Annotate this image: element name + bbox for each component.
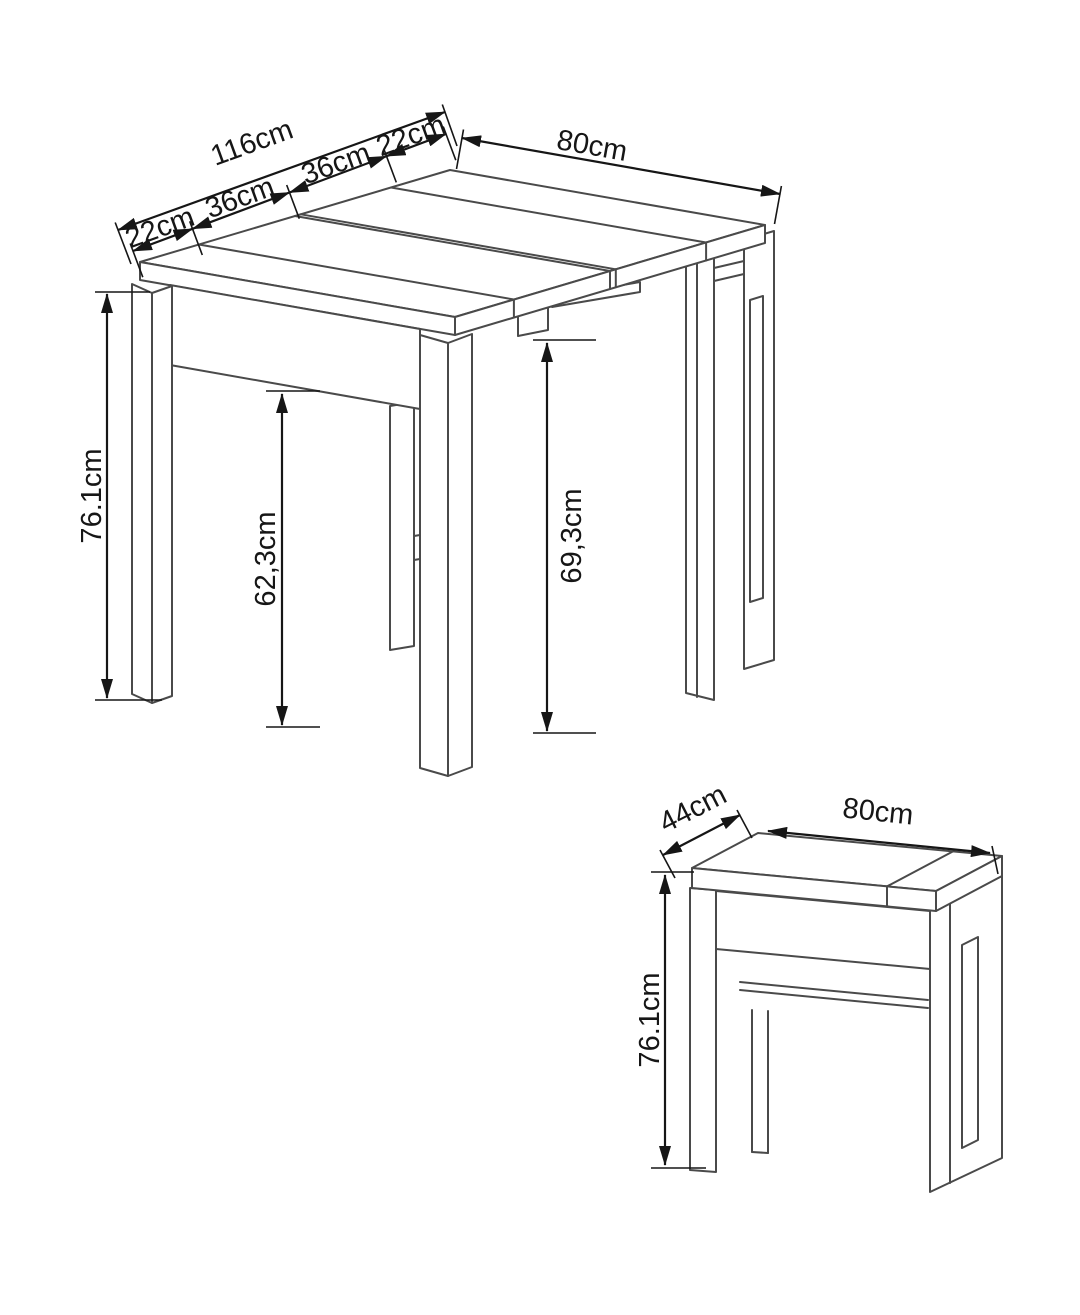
dim-label-total-length: 116cm xyxy=(207,113,298,172)
dim-arrow-console-width xyxy=(767,826,991,858)
seg-tick-4 xyxy=(442,126,457,161)
dim-label-clearance: 62,3cm xyxy=(250,511,282,606)
front-left-leg-side xyxy=(131,283,153,704)
console-connector-top xyxy=(713,260,745,269)
extended-table-drawing xyxy=(131,169,775,777)
dim-arrow-segment-1 xyxy=(132,227,194,253)
console-top-right-edge xyxy=(935,855,1003,912)
depth-tick-left xyxy=(455,129,465,170)
dim-label-console-height: 76.1cm xyxy=(634,972,666,1067)
console-width-tick-right xyxy=(991,845,999,875)
console-right-panel-slot xyxy=(961,936,979,1149)
console-table-drawing xyxy=(689,832,1003,1193)
right-front-leg xyxy=(685,250,715,701)
dim-arrow-total-length xyxy=(117,110,446,232)
dim-arrow-depth xyxy=(461,135,781,197)
right-back-leg-slot xyxy=(749,295,764,603)
dim-label-segment-3: 36cm xyxy=(297,137,375,191)
console-rail-top xyxy=(739,981,929,1001)
console-depth-tick-left xyxy=(659,849,676,879)
console-rail-bottom xyxy=(739,989,929,1009)
dim-label-leaf-clearance: 69,3cm xyxy=(556,488,588,583)
dim-label-height: 76.1cm xyxy=(76,448,108,543)
depth-tick-right xyxy=(773,185,783,225)
front-right-leg-side xyxy=(419,334,449,777)
dim-label-console-width: 80cm xyxy=(841,792,915,831)
dim-arrow-console-depth xyxy=(662,814,741,856)
dim-label-console-depth: 44cm xyxy=(654,779,732,840)
dim-label-segment-4: 22cm xyxy=(372,109,450,163)
dim-arrow-segment-4 xyxy=(385,132,447,158)
front-left-leg-front xyxy=(151,285,173,704)
console-left-leg xyxy=(689,887,717,1173)
dim-arrow-segment-3 xyxy=(288,155,388,194)
console-back-leg-bottom xyxy=(751,1151,769,1154)
dim-label-depth: 80cm xyxy=(554,124,629,168)
dim-label-segment-2: 36cm xyxy=(201,171,279,225)
dim-arrow-segment-2 xyxy=(191,191,291,230)
front-right-leg-front xyxy=(447,333,473,777)
tabletop-seam-1 xyxy=(197,243,515,301)
console-connector-bottom xyxy=(713,273,745,282)
console-top-seam xyxy=(886,850,954,888)
back-left-leg xyxy=(389,401,415,651)
